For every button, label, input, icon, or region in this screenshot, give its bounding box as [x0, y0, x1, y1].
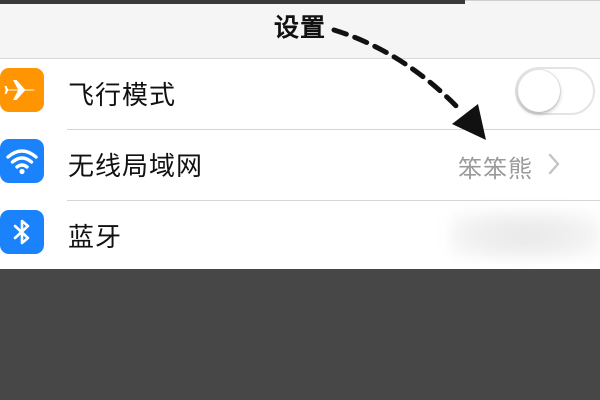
settings-list: 飞行模式 无线局域网 笨笨熊 [0, 59, 600, 269]
settings-row-airplane-mode[interactable]: 飞行模式 [0, 59, 600, 129]
settings-row-bluetooth[interactable]: 蓝牙 [0, 200, 600, 269]
wifi-network-value: 笨笨熊 [458, 155, 533, 183]
blurred-bluetooth-value [450, 211, 600, 259]
wifi-icon [0, 139, 44, 183]
settings-row-label: 蓝牙 [68, 223, 123, 253]
settings-row-label: 无线局域网 [68, 152, 204, 182]
wifi-network-name: 笨笨熊 [458, 149, 560, 184]
settings-row-wifi[interactable]: 无线局域网 笨笨熊 [0, 129, 600, 200]
status-bar-edge [0, 0, 465, 4]
nav-bar: 设置 [0, 0, 600, 59]
toggle-knob [518, 70, 560, 112]
settings-screen: 设置 飞行模式 无线局域网 [0, 0, 600, 269]
page-title: 设置 [273, 13, 326, 42]
chevron-right-icon [547, 152, 561, 182]
settings-row-label: 飞行模式 [68, 81, 177, 111]
airplane-mode-toggle[interactable] [515, 67, 595, 115]
bluetooth-icon [0, 210, 44, 254]
airplane-icon [0, 68, 44, 112]
status-bar-edge-right [465, 0, 600, 1]
